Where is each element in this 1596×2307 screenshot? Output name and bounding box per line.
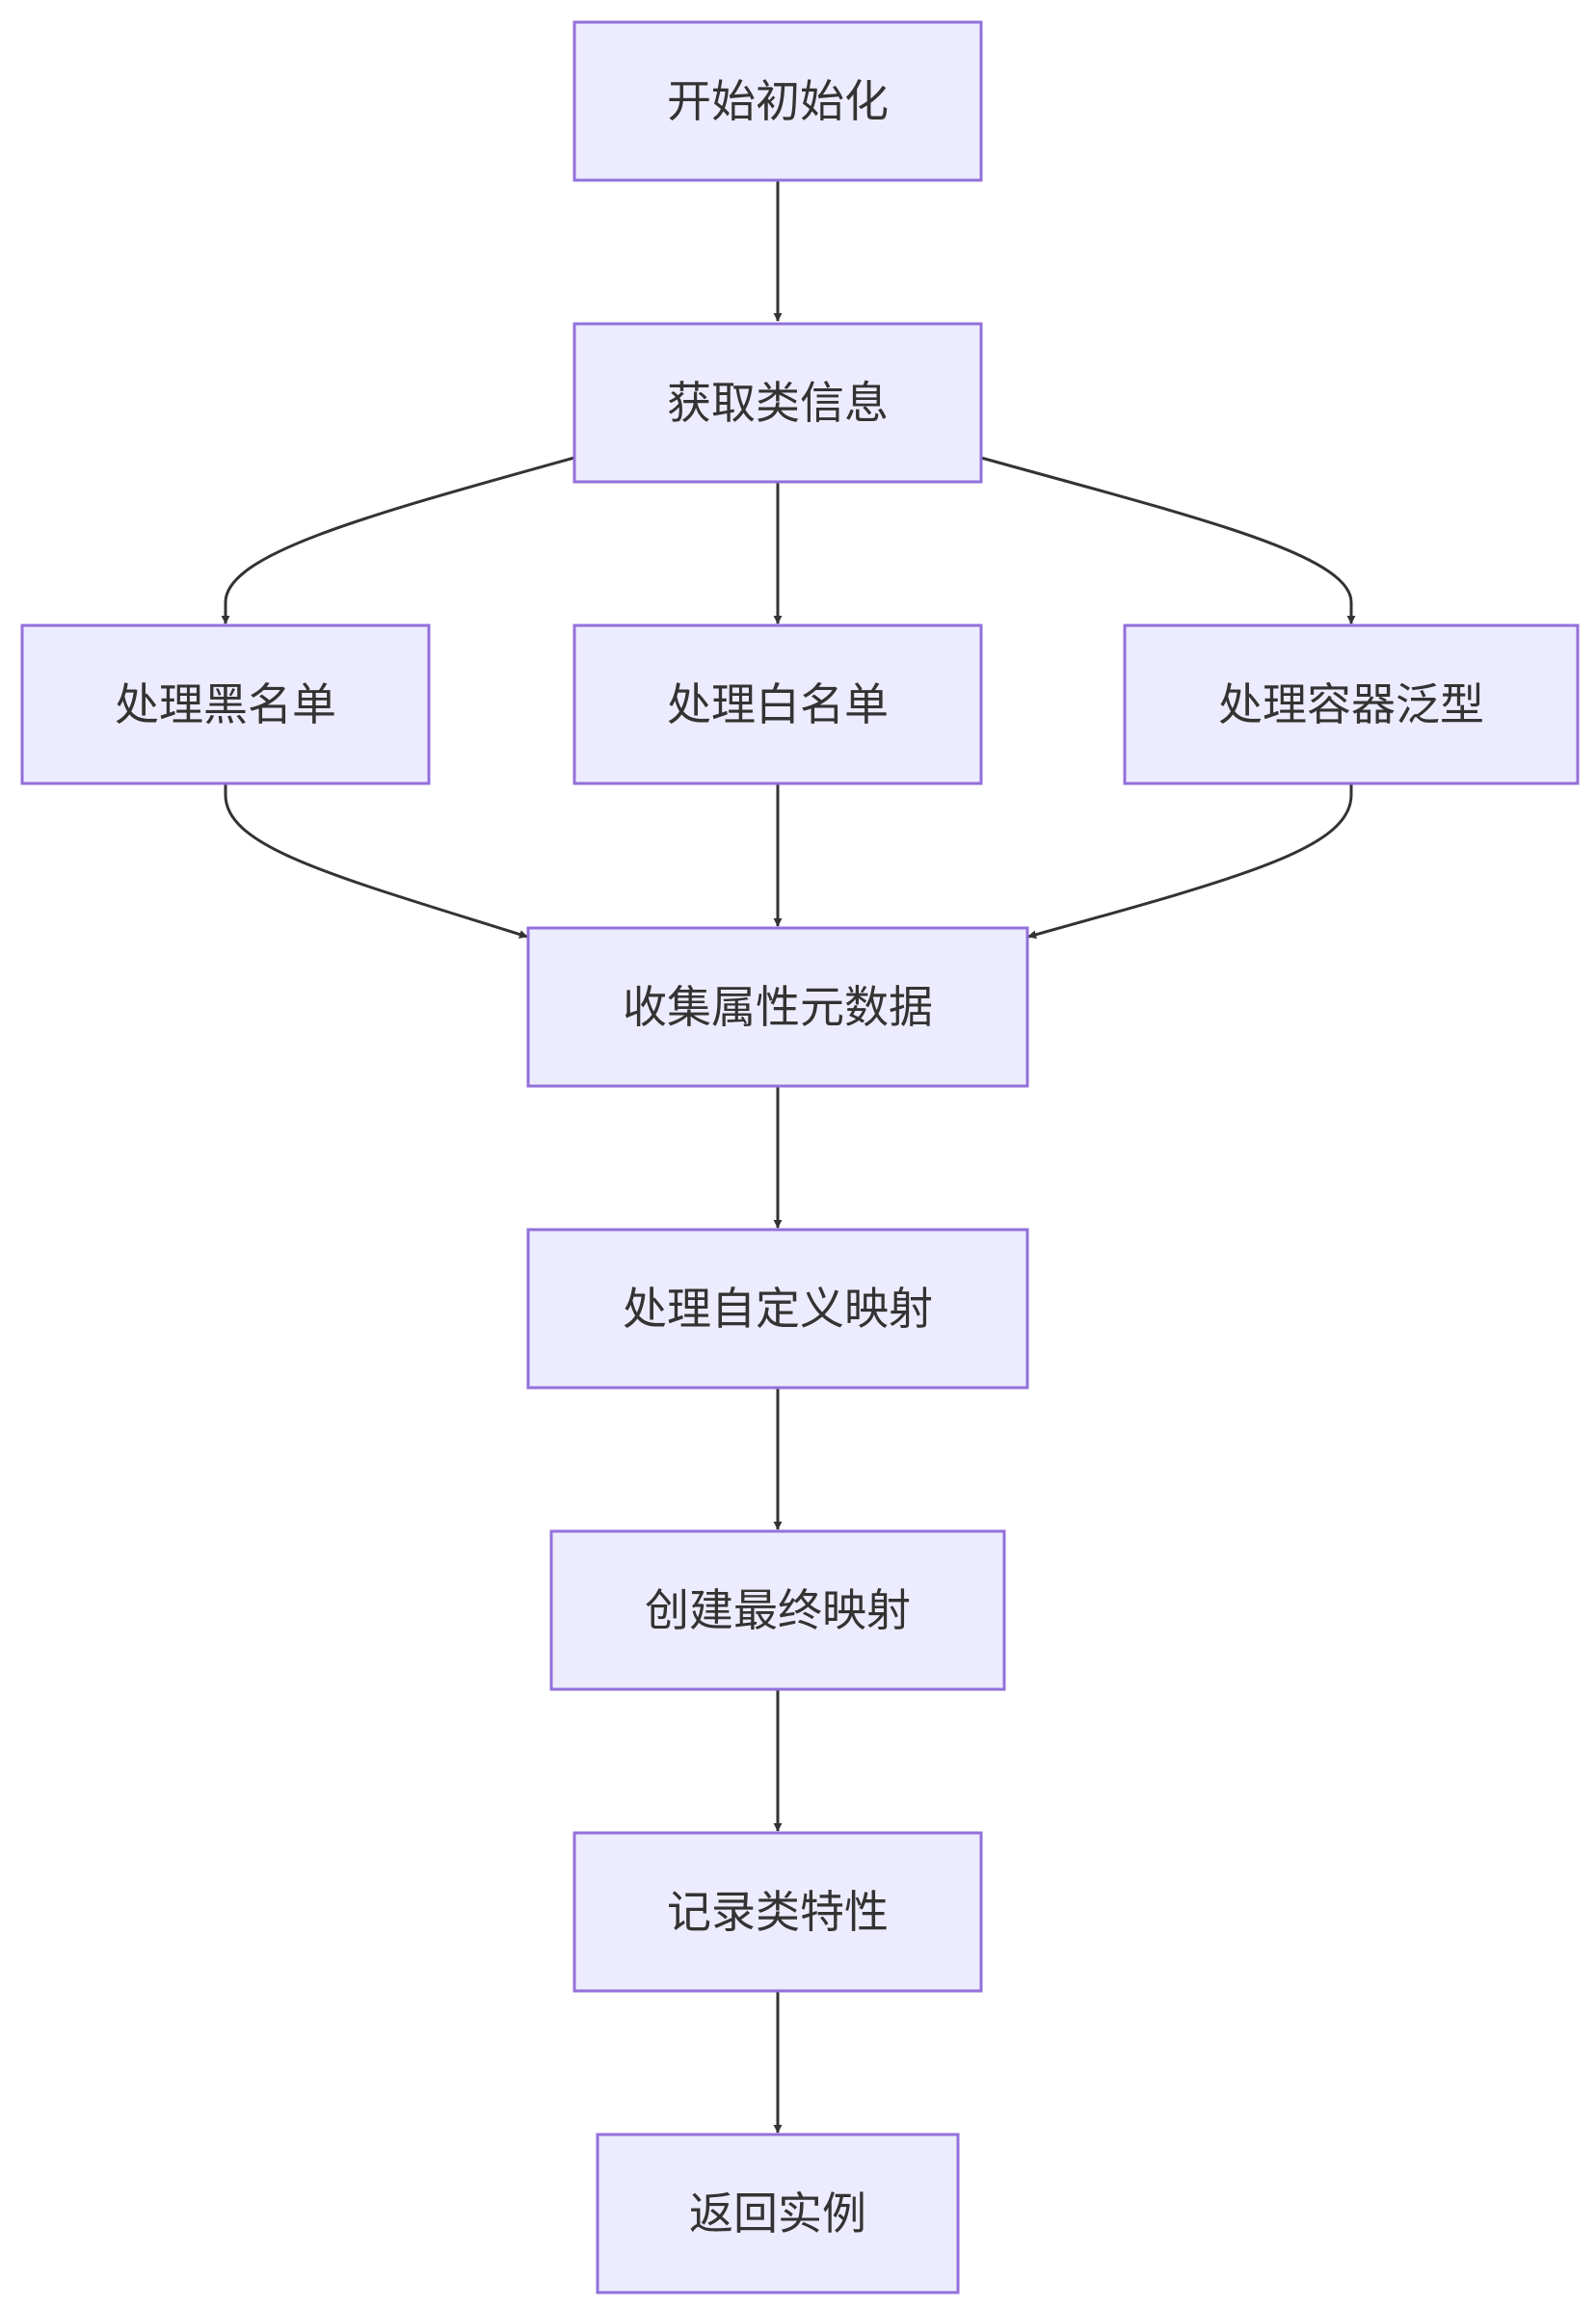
node-record-traits-label: 记录类特性 xyxy=(667,1886,889,1938)
edges xyxy=(221,180,1356,2134)
node-whitelist: 处理白名单 xyxy=(572,623,983,785)
node-whitelist-label: 处理白名单 xyxy=(667,678,889,730)
node-collect-metadata-label: 收集属性元数据 xyxy=(623,981,933,1033)
nodes: 开始初始化 获取类信息 处理黑名单 处理白名单 处理容器泛型 收集属性元数据 处… xyxy=(20,20,1580,2294)
node-blacklist-label: 处理黑名单 xyxy=(115,678,336,730)
node-collect-metadata: 收集属性元数据 xyxy=(526,926,1029,1088)
node-get-class-info-label: 获取类信息 xyxy=(667,377,889,429)
node-custom-mapping: 处理自定义映射 xyxy=(526,1228,1029,1390)
node-container-generics-label: 处理容器泛型 xyxy=(1218,678,1484,730)
node-get-class-info: 获取类信息 xyxy=(572,322,983,484)
node-return-instance: 返回实例 xyxy=(596,2133,960,2294)
node-init-label: 开始初始化 xyxy=(667,75,889,127)
edge-get-class-info-to-container-generics xyxy=(980,456,1356,624)
node-blacklist: 处理黑名单 xyxy=(20,623,431,785)
node-return-instance-label: 返回实例 xyxy=(689,2188,866,2240)
edge-blacklist-to-collect-metadata xyxy=(224,783,528,939)
edge-container-generics-to-collect-metadata xyxy=(1027,783,1353,940)
node-record-traits: 记录类特性 xyxy=(572,1831,983,1993)
node-init: 开始初始化 xyxy=(572,20,983,182)
node-custom-mapping-label: 处理自定义映射 xyxy=(623,1283,933,1335)
edge-get-class-info-to-blacklist xyxy=(221,456,575,624)
node-container-generics: 处理容器泛型 xyxy=(1123,623,1580,785)
node-final-mapping: 创建最终映射 xyxy=(549,1529,1006,1691)
node-final-mapping-label: 创建最终映射 xyxy=(645,1584,911,1636)
